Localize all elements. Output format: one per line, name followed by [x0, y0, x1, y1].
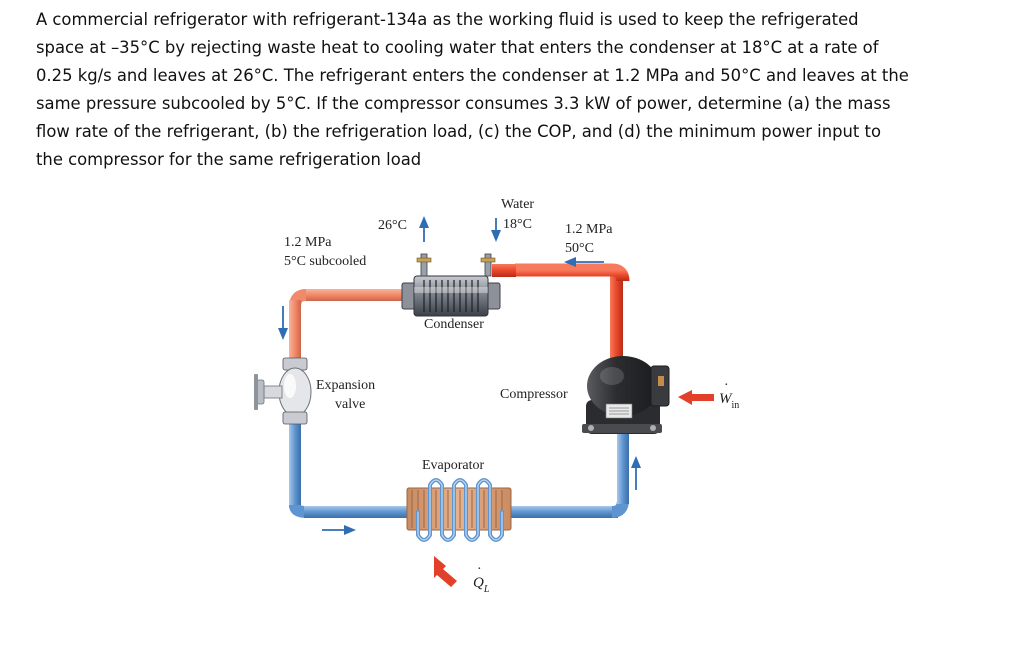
work-input-label: Win — [719, 391, 739, 411]
condenser-outlet-state-label: 5°C subcooled — [284, 254, 366, 269]
heat-input-symbol: Q — [473, 575, 484, 591]
warm-pipe-vertical — [289, 300, 301, 360]
refrigerant-in-arrow — [564, 257, 604, 267]
compressor — [582, 356, 670, 434]
hot-pipe-condenser-inlet — [492, 264, 516, 277]
valve-inlet-arrow — [278, 306, 288, 340]
problem-statement: A commercial refrigerator with refrigera… — [36, 6, 976, 174]
problem-line: the compressor for the same refrigeratio… — [36, 150, 422, 169]
flow-arrows — [278, 216, 714, 587]
hot-pipe-horizontal — [515, 263, 630, 282]
expansion-valve-label-line1: Expansion — [316, 378, 375, 393]
work-input-subscript: in — [732, 400, 740, 411]
problem-line: same pressure subcooled by 5°C. If the c… — [36, 94, 891, 113]
compressor-label: Compressor — [500, 387, 568, 402]
water-in-arrow — [491, 218, 501, 242]
expansion-valve-label-line2: valve — [335, 397, 365, 412]
evaporator — [406, 478, 512, 542]
problem-line: 0.25 kg/s and leaves at 26°C. The refrig… — [36, 66, 909, 85]
heat-input-label: QL — [473, 575, 490, 595]
evaporator-label: Evaporator — [422, 458, 485, 473]
heat-input-subscript: L — [483, 584, 490, 595]
condenser-outlet-pressure-label: 1.2 MPa — [284, 235, 332, 250]
cold-pipe-bottom-right — [508, 506, 618, 518]
work-input-arrow — [678, 390, 714, 405]
condenser-inlet-temp-label: 50°C — [565, 241, 594, 256]
evaporator-inlet-arrow — [322, 525, 356, 535]
cold-pipe-bottom-left — [304, 506, 410, 518]
work-input-dot: · — [724, 378, 729, 393]
cold-pipe-left-vertical — [289, 422, 301, 508]
warm-pipe-horizontal — [306, 289, 416, 301]
condenser-inlet-pressure-label: 1.2 MPa — [565, 222, 613, 237]
heat-input-dot: · — [477, 562, 482, 577]
water-out-temp-label: 26°C — [378, 218, 407, 233]
expansion-valve — [254, 357, 312, 425]
heat-input-arrow — [434, 556, 457, 587]
compressor-inlet-arrow — [631, 456, 641, 490]
condenser — [401, 253, 501, 317]
diagram-labels: 26°C Water 18°C 1.2 MPa 50°C 1.2 MPa 5°C… — [284, 197, 739, 595]
water-in-label: Water — [501, 197, 534, 212]
work-input-symbol: W — [719, 391, 733, 407]
hot-pipe-vertical — [610, 270, 623, 366]
pipe-network — [289, 263, 630, 518]
problem-line: flow rate of the refrigerant, (b) the re… — [36, 122, 882, 141]
cold-pipe-right-vertical — [617, 434, 629, 504]
water-out-arrow — [419, 216, 429, 242]
problem-line: A commercial refrigerator with refrigera… — [36, 10, 859, 29]
problem-line: space at –35°C by rejecting waste heat t… — [36, 38, 879, 57]
water-in-temp-label: 18°C — [503, 217, 532, 232]
condenser-label: Condenser — [424, 317, 484, 332]
